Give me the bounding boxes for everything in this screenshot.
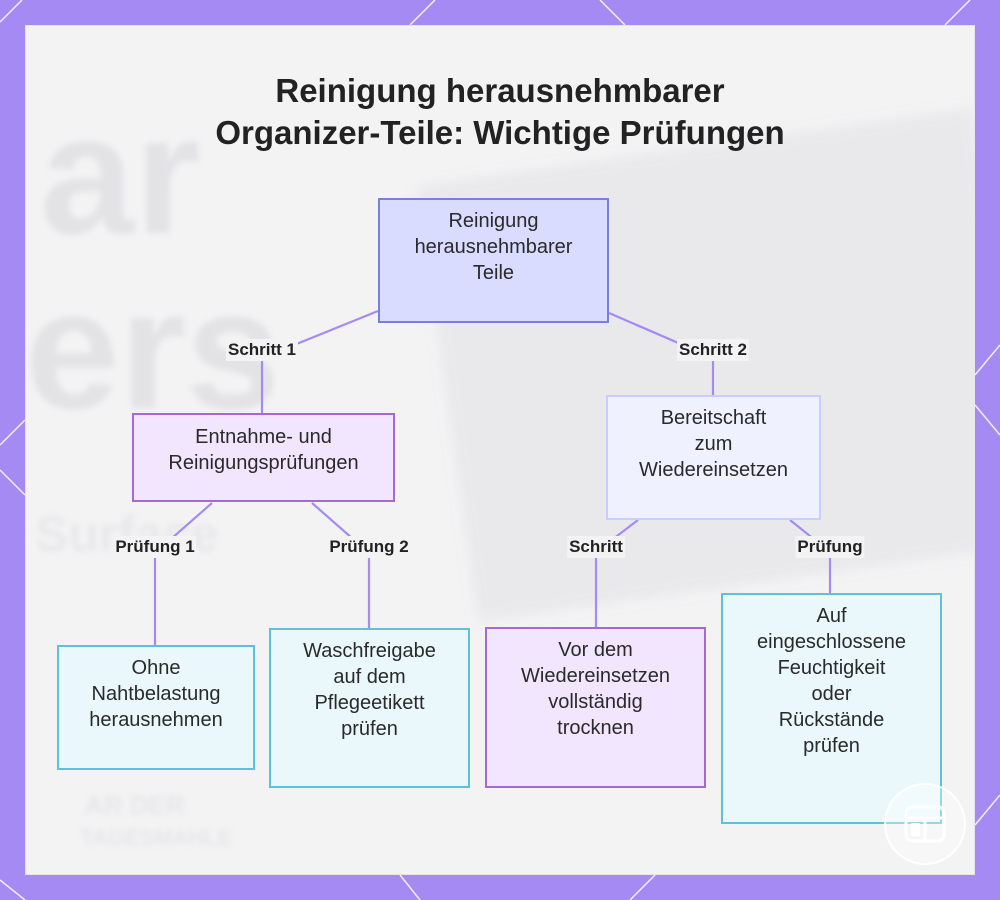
node-right: Bereitschaft zum Wiedereinsetzen	[606, 395, 821, 520]
edge-label-left-a: Prüfung 1	[113, 536, 196, 558]
edge-label-root-left: Schritt 1	[226, 339, 298, 361]
node-left-b: Waschfreigabe auf dem Pflegeetikett prüf…	[269, 628, 470, 788]
edge-label-right-a: Schritt	[567, 536, 625, 558]
grid-logo-icon	[884, 783, 966, 865]
edge-label-left-b: Prüfung 2	[327, 536, 410, 558]
node-root: Reinigung herausnehmbarer Teile	[378, 198, 609, 323]
connector-left-a	[155, 503, 212, 645]
node-left-a: Ohne Nahtbelastung herausnehmen	[57, 645, 255, 770]
edge-label-root-right: Schritt 2	[677, 339, 749, 361]
connector-left-b	[312, 503, 369, 628]
node-left: Entnahme- und Reinigungsprüfungen	[132, 413, 395, 502]
connector-root-left	[262, 311, 378, 413]
edge-label-right-b: Prüfung	[795, 536, 864, 558]
node-right-a: Vor dem Wiedereinsetzen vollständig troc…	[485, 627, 706, 788]
